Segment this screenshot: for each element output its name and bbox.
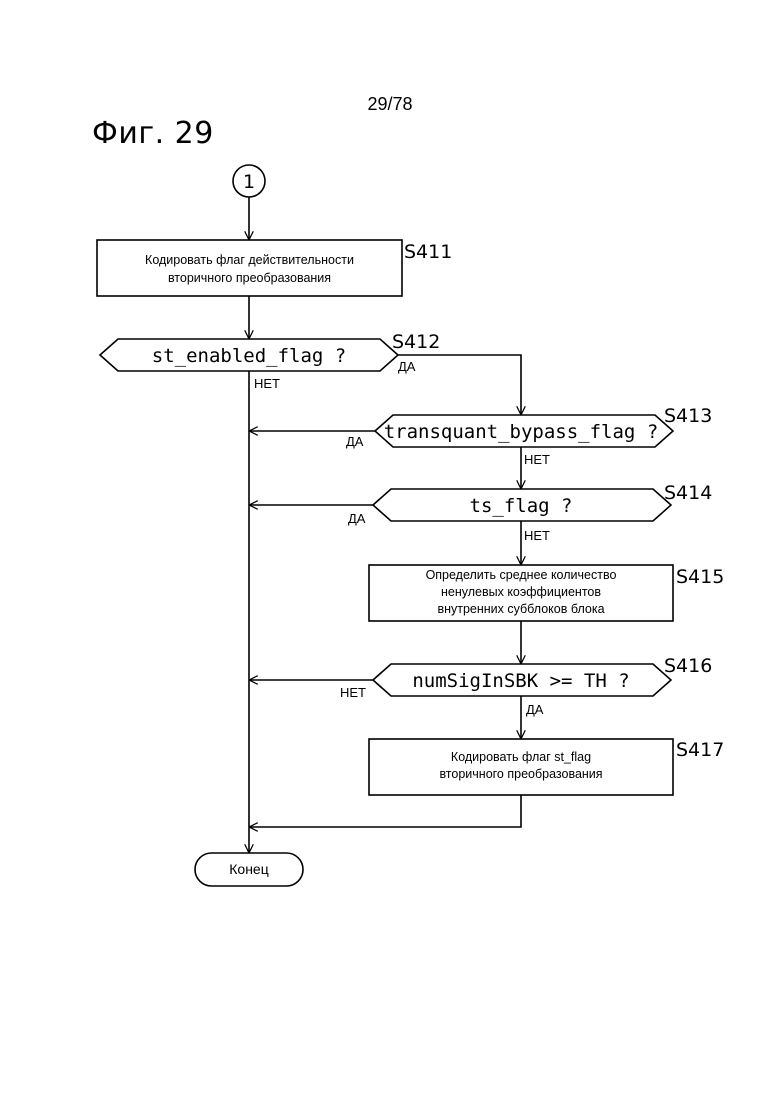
step-s411-label: S411 [404,241,452,263]
step-s417-label: S417 [676,739,724,761]
step-s411-box: Кодировать флаг действительности вторичн… [97,240,402,296]
step-s414-no-label: НЕТ [524,528,550,543]
step-s414-yes-label: ДА [348,511,366,526]
step-s411-line-2: вторичного преобразования [168,271,331,285]
step-s416-no-label: НЕТ [340,685,366,700]
step-s415-line-3: внутренних субблоков блока [437,602,604,616]
step-s417-line-2: вторичного преобразования [439,767,602,781]
step-s416-decision: numSigInSBK >= TH ? [373,664,671,696]
end-terminator: Конец [195,853,303,886]
step-s416-label: S416 [664,655,712,677]
flow-line [398,355,521,414]
step-s413-no-label: НЕТ [524,452,550,467]
step-s417-box: Кодировать флаг st_flag вторичного преоб… [369,739,673,795]
step-s415-label: S415 [676,566,724,588]
step-s412-decision: st_enabled_flag ? [100,339,398,371]
step-s415-box: Определить среднее количество ненулевых … [369,565,673,621]
step-s413-decision: transquant_bypass_flag ? [375,415,673,447]
step-s415-line-1: Определить среднее количество [426,568,617,582]
step-s416-yes-label: ДА [526,702,544,717]
step-s413-yes-label: ДА [346,434,364,449]
flow-line [250,795,521,827]
connector-label: 1 [243,171,255,193]
step-s413-text: transquant_bypass_flag ? [384,421,659,443]
start-connector: 1 [233,165,265,197]
step-s412-no-label: НЕТ [254,376,280,391]
step-s413-label: S413 [664,405,712,427]
step-s414-text: ts_flag ? [470,495,573,517]
end-label: Конец [229,861,268,877]
step-s412-text: st_enabled_flag ? [152,345,346,367]
step-s412-yes-label: ДА [398,359,416,374]
step-s417-line-1: Кодировать флаг st_flag [451,750,591,764]
step-s414-decision: ts_flag ? [373,489,671,521]
step-s416-text: numSigInSBK >= TH ? [412,670,629,692]
step-s412-label: S412 [392,331,440,353]
step-s411-line-1: Кодировать флаг действительности [145,253,354,267]
step-s415-line-2: ненулевых коэффициентов [441,585,601,599]
step-s414-label: S414 [664,482,712,504]
